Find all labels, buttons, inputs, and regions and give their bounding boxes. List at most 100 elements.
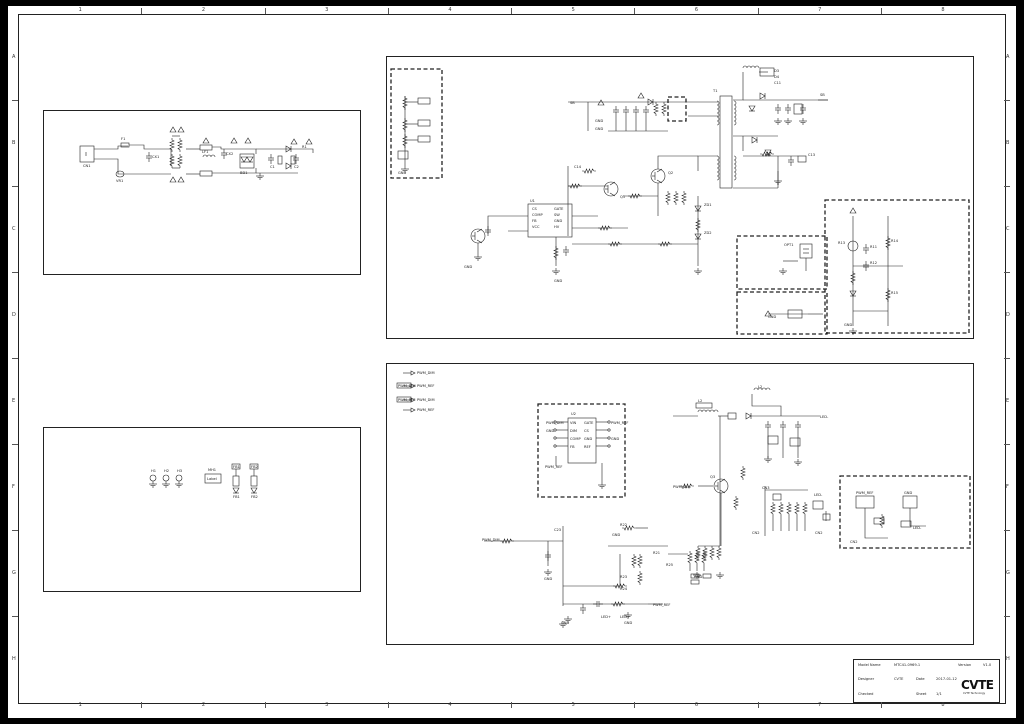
grid-tick	[634, 702, 636, 708]
component-box	[232, 475, 240, 487]
warning-icon	[230, 137, 238, 144]
grid-tick	[1004, 186, 1010, 187]
inductor	[742, 65, 760, 69]
resistor	[658, 241, 672, 247]
component-box	[702, 573, 712, 579]
schematic-label: R25	[666, 563, 673, 567]
wire	[609, 192, 616, 197]
schematic-label: GND	[554, 279, 562, 283]
schematic-label: GND	[546, 429, 554, 433]
schematic-label: MH1	[208, 468, 216, 472]
pin-dot	[553, 444, 557, 448]
tb-version-value: V1.0	[983, 663, 992, 667]
resistor	[653, 102, 659, 116]
pin-dot	[553, 436, 557, 440]
component-box	[789, 437, 801, 447]
schematic-label: R24	[620, 587, 628, 591]
schematic-label: CN2	[850, 540, 857, 544]
warning-icon	[305, 138, 313, 145]
column-label: 7	[818, 702, 822, 708]
dashed-region	[839, 475, 971, 549]
cvte-logo: CVTE	[961, 678, 994, 692]
row-label: G	[12, 570, 16, 576]
schematic-label: H1	[151, 469, 156, 473]
grid-tick	[12, 444, 18, 445]
schematic-label: CS	[532, 207, 538, 211]
mounting-hole	[175, 474, 183, 482]
schematic-label: CN3	[762, 486, 769, 490]
schematic-label: C11	[774, 81, 781, 85]
wire	[733, 72, 744, 101]
component-box	[873, 517, 885, 525]
led-driver-ic	[567, 417, 597, 464]
schematic-label: GND	[904, 491, 912, 495]
resistor	[169, 154, 175, 168]
pin-dot	[607, 444, 611, 448]
row-label: A	[12, 54, 16, 60]
transistor	[713, 478, 729, 494]
tb-sheet-value: 1/1	[936, 692, 942, 696]
led-connector	[902, 495, 918, 509]
grid-tick	[757, 702, 759, 708]
row-label: E	[12, 398, 16, 404]
grid-tick	[141, 8, 143, 14]
component-box	[199, 144, 213, 151]
dashed-region	[667, 96, 687, 122]
diode	[745, 412, 752, 420]
schematic-label: R21	[653, 551, 660, 555]
schematic-label: LED-	[820, 415, 829, 419]
inductor	[716, 155, 720, 181]
schematic-label: R13	[838, 241, 845, 245]
schematic-label: VR1	[116, 179, 123, 183]
tb-date-value: 2017-01-12	[936, 677, 957, 681]
component-box	[204, 473, 222, 484]
resistor	[402, 134, 408, 148]
net-port	[396, 382, 412, 389]
component-box	[417, 135, 431, 143]
resistor	[687, 551, 693, 565]
wire	[238, 148, 257, 154]
inductor	[716, 100, 720, 126]
schematic-label: GND	[544, 577, 552, 581]
diode	[849, 290, 857, 297]
wire	[864, 508, 888, 539]
resistor	[695, 218, 701, 232]
resistor	[582, 168, 596, 174]
wire	[609, 181, 616, 186]
diode	[246, 156, 254, 163]
transformer	[719, 95, 733, 189]
diode	[240, 156, 248, 163]
wire	[656, 168, 663, 173]
resistor	[177, 138, 183, 152]
schematic-label: HV	[554, 225, 560, 229]
dashed-region	[537, 403, 626, 498]
tb-model-label: Model Name	[858, 663, 881, 667]
dashed-region	[736, 235, 828, 290]
pin-dot	[553, 420, 557, 424]
schematic-label: GND	[595, 127, 603, 131]
diode	[694, 205, 702, 212]
row-label: D	[1006, 312, 1010, 318]
pin-dot	[607, 428, 611, 432]
schematic-label: R15	[891, 291, 898, 295]
schematic-label: LED-	[814, 493, 823, 497]
dashed-region	[736, 291, 828, 335]
diode	[285, 145, 292, 153]
schematic-label: PWM_DIM	[673, 485, 691, 489]
resistor	[885, 288, 891, 302]
tb-sheet-label: Sheet	[916, 692, 927, 696]
resistor	[608, 241, 622, 247]
schematic-label: PWM_REF	[545, 465, 562, 469]
schematic-label: Label	[207, 477, 217, 481]
schematic-label: SB	[570, 101, 575, 105]
wire	[298, 148, 314, 153]
resistor	[500, 538, 514, 544]
diode	[250, 487, 258, 494]
row-label: E	[1006, 398, 1010, 404]
schematic-label: VIN	[570, 421, 577, 425]
schematic-label: R14	[891, 239, 899, 243]
schematic-label: GND	[844, 323, 852, 327]
net-flag	[410, 370, 416, 376]
tb-version-label: Version	[958, 663, 972, 667]
component-box	[767, 435, 779, 445]
